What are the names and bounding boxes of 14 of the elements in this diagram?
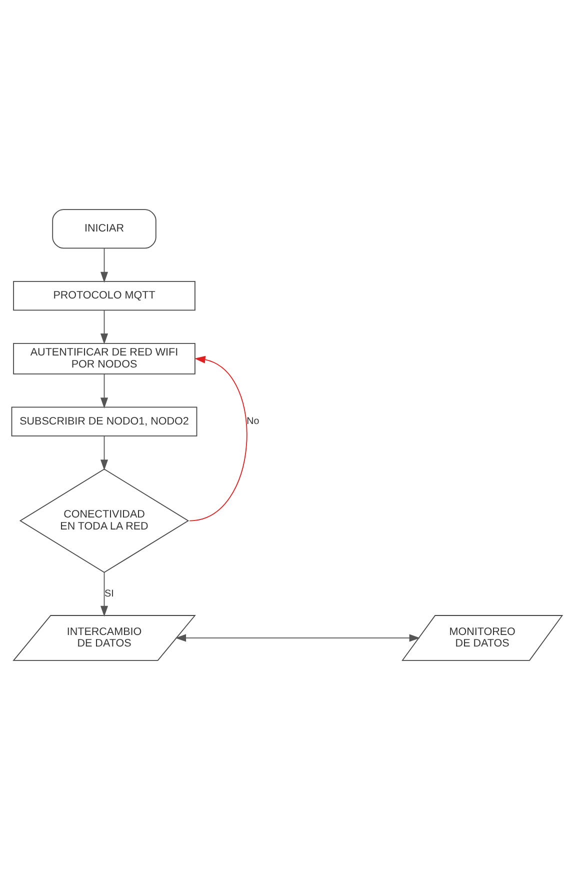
arrow [100, 572, 108, 617]
node-diamond: CONECTIVIDAD EN TODA LA RED [19, 468, 190, 573]
edge-label: No [246, 416, 260, 428]
arrow [175, 634, 420, 642]
arrow [100, 248, 108, 283]
node-box: PROTOCOLO MQTT [13, 280, 196, 311]
node-box: SUBSCRIBIR DE NODO1, NODO2 [11, 406, 198, 436]
edge-label: SI [104, 588, 114, 600]
node-box: AUTENTIFICAR DE RED WIFI POR NODOS [13, 342, 196, 374]
arrow [189, 356, 248, 522]
arrow [100, 436, 108, 470]
arrow [100, 374, 108, 408]
node-box: INICIAR [52, 209, 156, 249]
arrow [100, 310, 108, 344]
